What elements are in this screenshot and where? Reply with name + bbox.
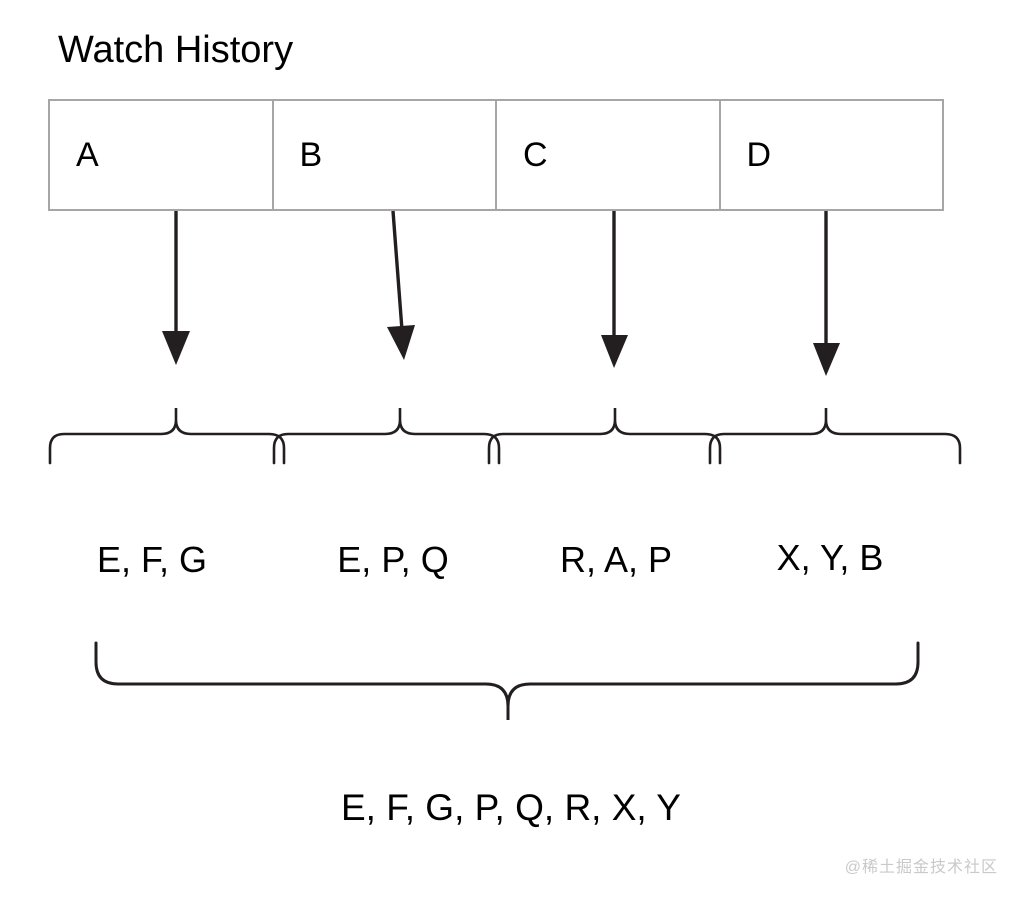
history-cell-b: B bbox=[274, 101, 497, 209]
history-cell-label: C bbox=[523, 136, 548, 174]
merge-brace bbox=[94, 641, 920, 720]
group-label-1: E, F, G bbox=[96, 539, 208, 580]
arrow-from-c bbox=[601, 211, 628, 368]
brace-group-4 bbox=[708, 408, 962, 465]
arrow-from-d bbox=[813, 211, 840, 376]
history-cell-c: C bbox=[497, 101, 721, 209]
arrow-from-a bbox=[162, 211, 190, 365]
history-cell-a: A bbox=[50, 101, 274, 209]
page-title: Watch History bbox=[58, 29, 294, 71]
brace-group-2 bbox=[272, 408, 501, 465]
arrow-from-b bbox=[387, 210, 415, 360]
brace-group-3 bbox=[487, 408, 722, 465]
group-label-2: E, P, Q bbox=[337, 539, 449, 580]
history-cell-label: B bbox=[299, 136, 323, 174]
history-cell-d: D bbox=[721, 101, 943, 209]
history-cell-label: A bbox=[76, 136, 99, 174]
watermark: @稀土掘金技术社区 bbox=[844, 859, 998, 876]
group-label-4: X, Y, B bbox=[776, 537, 884, 578]
group-label-3: R, A, P bbox=[559, 539, 673, 580]
brace-group-1 bbox=[48, 408, 286, 465]
merged-result-label: E, F, G, P, Q, R, X, Y bbox=[341, 787, 681, 828]
watch-history-table: A B C D bbox=[48, 99, 944, 211]
history-cell-label: D bbox=[746, 136, 772, 174]
